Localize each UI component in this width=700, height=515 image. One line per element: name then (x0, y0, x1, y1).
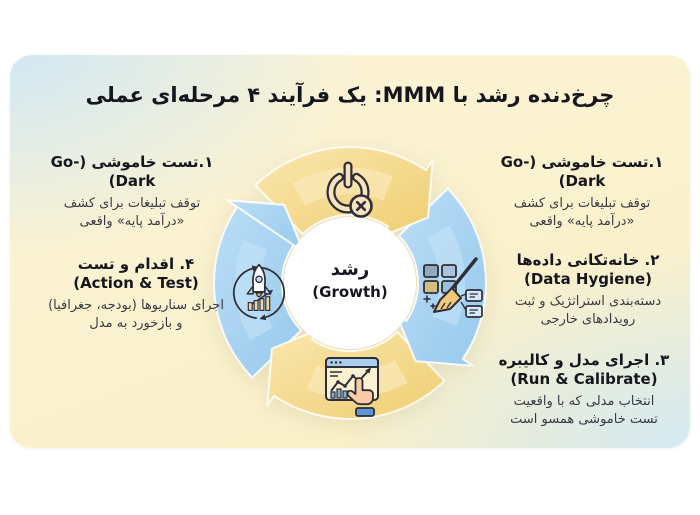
power-off-icon (318, 160, 378, 222)
data-cleaning-icon (414, 251, 486, 323)
stage-4-block: ۴. اقدام و تست (Action & Test) اجرای سنا… (26, 255, 246, 333)
page-title: چرخ‌دنده رشد با MMM: یک فرآیند ۴ مرحله‌ا… (85, 83, 615, 107)
stage-4-desc-line-2: و بازخورد به مدل (89, 316, 183, 331)
stage-2-block: ۲. خانه‌تکانی داده‌ها (Data Hygiene) دست… (488, 251, 688, 329)
center-label-fa: رشد (330, 259, 370, 280)
stage-4-desc-line-1: اجرای سناریوها (بودجه، جغرافیا) (48, 298, 224, 313)
stage-3-block: ۳. اجرای مدل و کالیبره (Run & Calibrate)… (478, 351, 690, 429)
stage-1-block-left: ۱.تست خاموشی (Go-Dark) توقف تبلیغات برای… (28, 153, 236, 231)
stage-2-title-fa: ۲. خانه‌تکانی داده‌ها (516, 251, 660, 269)
stage-1-desc-line-1: توقف تبلیغات برای کشف (513, 196, 651, 211)
stage-1-title: ۱.تست خاموشی (Go-Dark) (500, 153, 664, 190)
stage-2-desc-line-1: دسته‌بندی استراتژیک و ثبت (514, 294, 662, 309)
center-label-en: (Growth) (312, 283, 388, 301)
stage-4-title-en: (Action & Test) (73, 274, 199, 292)
stage-1-title: ۱.تست خاموشی (Go-Dark) (50, 153, 214, 190)
stage-2-title-en: (Data Hygiene) (523, 270, 653, 288)
stage-3-desc-line-1: انتخاب مدلی که با واقعیت (513, 394, 655, 409)
stage-2-desc-line-2: رویدادهای خارجی (540, 312, 636, 327)
stage-1-block-right: ۱.تست خاموشی (Go-Dark) توقف تبلیغات برای… (478, 153, 686, 231)
stage-3-desc-line-2: تست خاموشی همسو است (510, 412, 658, 427)
stage-3-title-fa: ۳. اجرای مدل و کالیبره (498, 351, 670, 369)
stage-3-title-en: (Run & Calibrate) (510, 370, 658, 388)
flywheel-center-label: رشد (Growth) (290, 258, 410, 302)
stage-1-desc-line-1: توقف تبلیغات برای کشف (63, 196, 201, 211)
rocket-growth-icon (224, 254, 294, 324)
infographic-card: چرخ‌دنده رشد با MMM: یک فرآیند ۴ مرحله‌ا… (10, 55, 690, 448)
stage-1-desc-line-2: «درآمد پایه» واقعی (529, 214, 635, 229)
stage-1-desc-line-2: «درآمد پایه» واقعی (79, 214, 185, 229)
stage-4-title-fa: ۴. اقدام و تست (77, 255, 195, 273)
run-calibrate-icon (320, 352, 384, 420)
